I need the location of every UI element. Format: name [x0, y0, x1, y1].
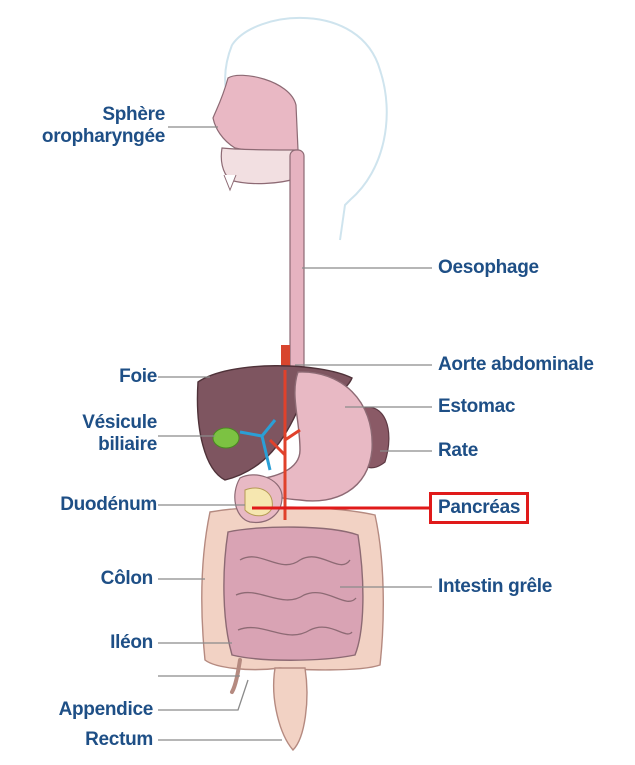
label-vesicule-line2: biliaire: [82, 434, 157, 456]
label-rectum: Rectum: [85, 729, 153, 751]
label-colon: Côlon: [101, 568, 153, 590]
label-duodenum: Duodénum: [60, 494, 157, 516]
teeth: [224, 175, 236, 190]
small-intestine: [224, 527, 363, 660]
rectum: [274, 668, 307, 750]
label-foie: Foie: [119, 366, 157, 388]
label-sphere-oropharyngee: Sphère oropharyngée: [42, 104, 165, 148]
label-rate: Rate: [438, 440, 478, 462]
label-appendice: Appendice: [59, 699, 153, 721]
label-intestin-grele: Intestin grêle: [438, 576, 552, 598]
label-vesicule-biliaire: Vésicule biliaire: [82, 412, 157, 456]
label-pancreas: Pancréas: [429, 492, 529, 524]
label-aorte-abdominale: Aorte abdominale: [438, 354, 594, 376]
nasal-cavity: [213, 75, 298, 150]
label-oesophage: Oesophage: [438, 257, 539, 279]
label-sphere-line1: Sphère: [42, 104, 165, 126]
label-ileon: Iléon: [110, 632, 153, 654]
label-estomac: Estomac: [438, 396, 515, 418]
label-sphere-line2: oropharyngée: [42, 126, 165, 148]
oesophagus: [290, 150, 304, 372]
label-vesicule-line1: Vésicule: [82, 412, 157, 434]
gallbladder: [213, 428, 239, 448]
